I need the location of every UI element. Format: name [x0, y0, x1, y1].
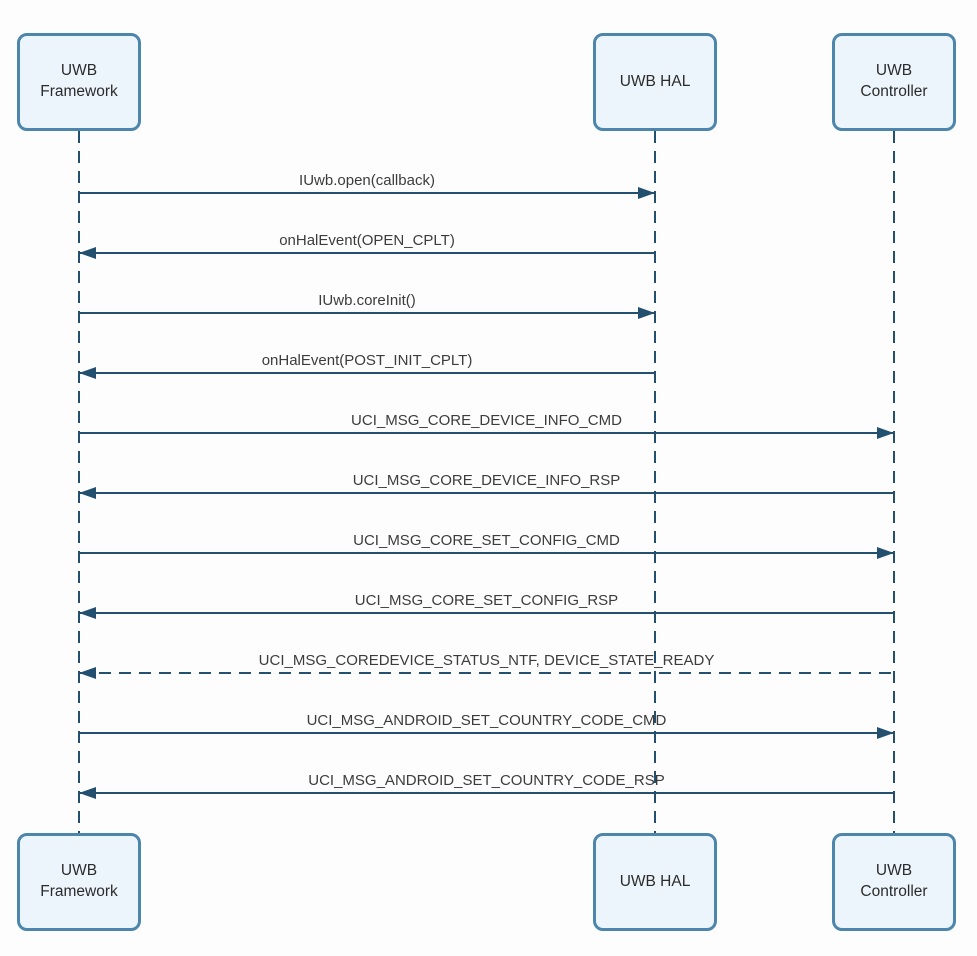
message-10: UCI_MSG_ANDROID_SET_COUNTRY_CODE_CMD	[79, 712, 894, 739]
message-label: UCI_MSG_CORE_SET_CONFIG_CMD	[353, 532, 620, 549]
message-7: UCI_MSG_CORE_SET_CONFIG_CMD	[79, 532, 894, 559]
arrowhead-left-icon	[79, 487, 96, 499]
actor-box-uwb-framework-top: UWB Framework	[17, 33, 141, 131]
actor-label: UWB Controller	[860, 62, 928, 100]
message-label: onHalEvent(OPEN_CPLT)	[279, 232, 455, 249]
message-label: UCI_MSG_CORE_DEVICE_INFO_RSP	[352, 472, 621, 489]
message-1: IUwb.open(callback)	[79, 172, 655, 199]
message-11: UCI_MSG_ANDROID_SET_COUNTRY_CODE_RSP	[79, 772, 894, 799]
message-9: UCI_MSG_COREDEVICE_STATUS_NTF, DEVICE_ST…	[79, 652, 894, 679]
arrowhead-right-icon	[638, 307, 655, 319]
actor-label: UWB Framework	[40, 62, 118, 100]
message-8: UCI_MSG_CORE_SET_CONFIG_RSP	[79, 592, 894, 619]
message-3: IUwb.coreInit()	[79, 292, 655, 319]
arrowhead-left-icon	[79, 667, 96, 679]
arrowhead-right-icon	[638, 187, 655, 199]
message-6: UCI_MSG_CORE_DEVICE_INFO_RSP	[79, 472, 894, 499]
arrowhead-left-icon	[79, 607, 96, 619]
lifeline-uwb-framework	[78, 131, 80, 833]
solid-message-line	[79, 552, 894, 554]
message-5: UCI_MSG_CORE_DEVICE_INFO_CMD	[79, 412, 894, 439]
arrowhead-right-icon	[877, 427, 894, 439]
dashed-message-line	[79, 672, 894, 674]
actor-label: UWB Framework	[40, 862, 118, 900]
solid-message-line	[79, 792, 894, 794]
solid-message-line	[79, 612, 894, 614]
arrowhead-right-icon	[877, 727, 894, 739]
actor-label: UWB Controller	[860, 862, 928, 900]
actor-box-uwb-controller-bottom: UWB Controller	[832, 833, 956, 931]
actor-box-uwb-framework-bottom: UWB Framework	[17, 833, 141, 931]
message-label: UCI_MSG_COREDEVICE_STATUS_NTF, DEVICE_ST…	[258, 652, 715, 669]
actor-label: UWB HAL	[619, 872, 691, 890]
message-label: IUwb.open(callback)	[299, 172, 435, 189]
arrowhead-left-icon	[79, 247, 96, 259]
solid-message-line	[79, 732, 894, 734]
actor-box-uwb-hal-top: UWB HAL	[593, 33, 717, 131]
arrowhead-left-icon	[79, 787, 96, 799]
actor-box-uwb-controller-top: UWB Controller	[832, 33, 956, 131]
lifeline-uwb-hal	[654, 131, 656, 833]
solid-message-line	[79, 252, 655, 254]
solid-message-line	[79, 372, 655, 374]
message-4: onHalEvent(POST_INIT_CPLT)	[79, 352, 655, 379]
message-label: UCI_MSG_CORE_SET_CONFIG_RSP	[354, 592, 619, 609]
message-2: onHalEvent(OPEN_CPLT)	[79, 232, 655, 259]
actor-label: UWB HAL	[619, 72, 691, 90]
lifeline-uwb-controller	[893, 131, 895, 833]
actor-box-uwb-hal-bottom: UWB HAL	[593, 833, 717, 931]
message-label: UCI_MSG_ANDROID_SET_COUNTRY_CODE_RSP	[308, 772, 665, 789]
message-label: UCI_MSG_CORE_DEVICE_INFO_CMD	[351, 412, 622, 429]
arrowhead-right-icon	[877, 547, 894, 559]
solid-message-line	[79, 312, 655, 314]
solid-message-line	[79, 492, 894, 494]
message-label: UCI_MSG_ANDROID_SET_COUNTRY_CODE_CMD	[306, 712, 667, 729]
message-label: IUwb.coreInit()	[318, 292, 416, 309]
arrowhead-left-icon	[79, 367, 96, 379]
message-label: onHalEvent(POST_INIT_CPLT)	[261, 352, 473, 369]
solid-message-line	[79, 432, 894, 434]
solid-message-line	[79, 192, 655, 194]
